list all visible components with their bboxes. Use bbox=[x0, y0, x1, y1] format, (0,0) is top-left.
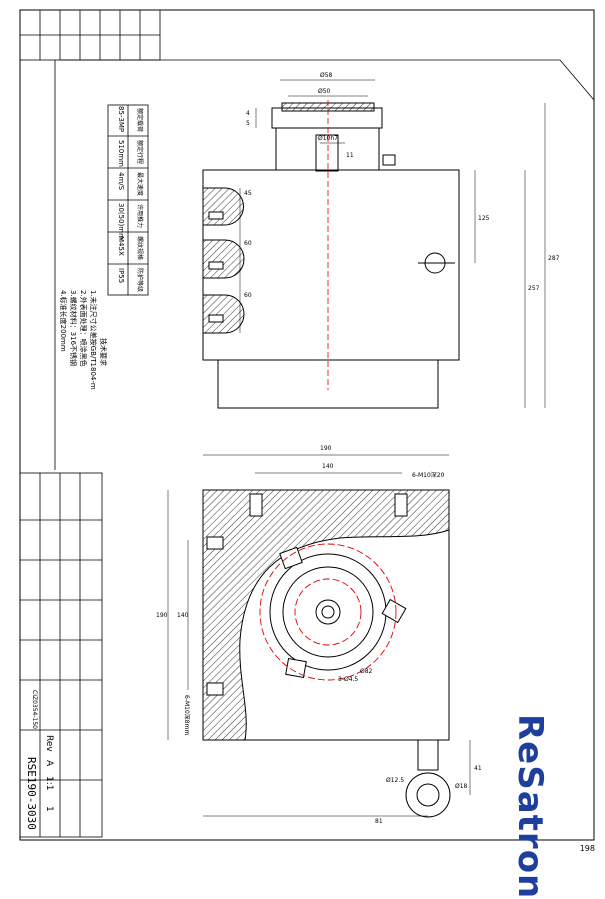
dim-eye-height: 41 bbox=[474, 765, 482, 772]
drawing-code: CIZ0354-150 bbox=[31, 690, 38, 729]
inner-frame bbox=[60, 59, 595, 101]
spec-value-5: IP55 bbox=[117, 268, 125, 284]
drawing-border bbox=[19, 9, 595, 841]
dim-small: 11 bbox=[346, 152, 354, 159]
spec-value-3: 30(50)mm bbox=[117, 203, 125, 240]
spec-header-0: 额定载荷 bbox=[136, 108, 143, 133]
spec-value-2: 4m/S bbox=[117, 172, 125, 191]
dim-height-b: 257 bbox=[528, 285, 540, 292]
dim-eye-offset: 81 bbox=[375, 818, 383, 825]
spec-header-5: 防护等级 bbox=[136, 268, 143, 293]
dim-hole-c: 60 bbox=[244, 292, 252, 299]
spec-header-4: 螺纹规格 bbox=[136, 236, 143, 261]
dim-plan-width: 190 bbox=[320, 445, 332, 452]
spec-table bbox=[107, 104, 149, 296]
plan-red-circles bbox=[259, 543, 397, 681]
brand-logo: ReSatron bbox=[510, 714, 550, 899]
dim-pcd: 3-Ø4.5 bbox=[338, 676, 359, 683]
dim-eye-a: Ø12.5 bbox=[386, 777, 405, 784]
scale-value: 1:1 bbox=[44, 776, 54, 791]
dim-flange-a: 4 bbox=[246, 110, 250, 117]
sheet-value: 1 bbox=[44, 806, 54, 812]
spec-header-1: 额定行程 bbox=[136, 140, 143, 165]
notes-title: 技术要求 bbox=[99, 338, 107, 366]
dim-hole-b: 60 bbox=[244, 240, 252, 247]
dim-flange-b: 5 bbox=[246, 120, 250, 127]
title-block bbox=[19, 472, 103, 838]
dim-plan-inner: 140 bbox=[322, 463, 334, 470]
dim-top-width: Ø58 bbox=[320, 72, 333, 79]
spec-header-3: 许用推力 bbox=[136, 204, 143, 229]
spec-header-2: 最大速度 bbox=[136, 172, 143, 197]
dim-side: 125 bbox=[478, 215, 490, 222]
page-number: 198 bbox=[579, 844, 595, 853]
dim-circle: Ø82 bbox=[360, 668, 373, 675]
dim-hole-a: 45 bbox=[244, 190, 252, 197]
model-number: RSE190-3030 bbox=[25, 757, 38, 830]
plan-view bbox=[167, 454, 471, 818]
header-table bbox=[19, 9, 161, 61]
rev-label: Rev bbox=[44, 735, 54, 752]
dim-tap-side: 6-M10深8mm bbox=[183, 695, 190, 736]
dim-height-a: 287 bbox=[548, 255, 560, 262]
technical-drawing-sheet bbox=[19, 9, 595, 841]
side-elevation-view bbox=[202, 79, 546, 409]
rev-value: A bbox=[44, 760, 54, 767]
note-2: 2.外表面处理：喷涂黑色 bbox=[79, 290, 87, 367]
note-3: 3.螺纹材料：316不锈钢 bbox=[69, 290, 77, 367]
dim-tap-top: 6-M10深20 bbox=[412, 472, 445, 479]
dim-top-bore: Ø50 bbox=[318, 88, 331, 95]
note-1: 1.未注尺寸公差按GB/T1804-m bbox=[89, 290, 97, 390]
dim-plan-inner-height: 140 bbox=[177, 612, 189, 619]
dim-plan-height: 190 bbox=[156, 612, 168, 619]
dim-top-thread: Ø10h7 bbox=[318, 135, 338, 142]
spec-value-0: 85-3MP bbox=[117, 106, 125, 133]
note-4: 4.标准长度200mm bbox=[59, 290, 67, 352]
spec-value-4: M45X bbox=[117, 236, 125, 256]
dim-eye-b: Ø18 bbox=[455, 783, 468, 790]
spec-value-1: 510mm bbox=[117, 140, 125, 167]
